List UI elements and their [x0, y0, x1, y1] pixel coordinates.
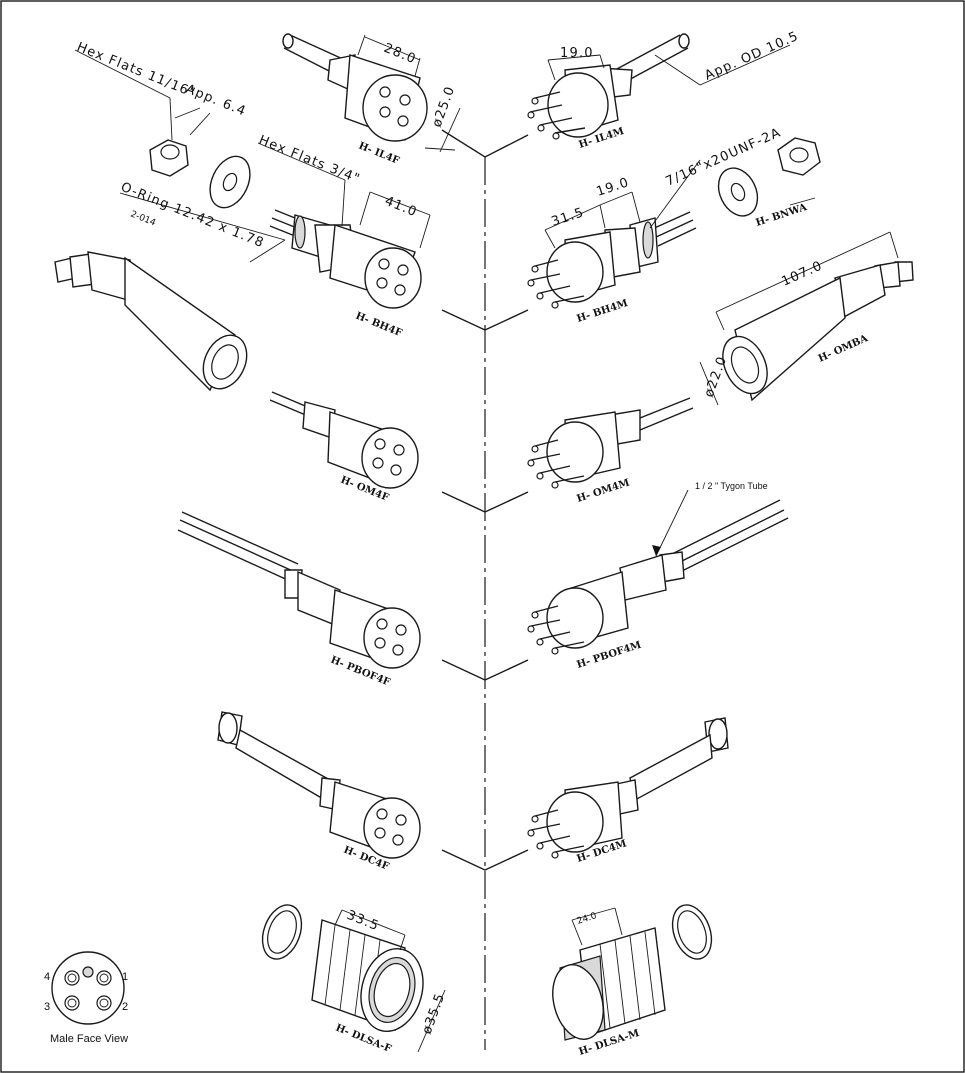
part-hex-nut-washer — [74, 49, 251, 209]
part-bh4m — [527, 159, 701, 309]
pin-label-3: 3 — [44, 1001, 50, 1013]
part-dlsa-m — [552, 904, 713, 1041]
part-pbof4f — [177, 511, 421, 669]
part-om4m — [527, 397, 694, 489]
pin-label-1: 1 — [122, 971, 128, 983]
dim-il4m-od: App. OD 10.5 — [703, 29, 802, 84]
note-tygon-tube: 1 / 2 " Tygon Tube — [695, 481, 768, 491]
dim-nut-thickness: App. 6.4 — [184, 82, 249, 120]
dim-hex-nut: Hex Flats 11/16" — [75, 40, 198, 102]
dim-dlsam-length: 24.0 — [576, 911, 598, 927]
dim-bh4f-hex: Hex Flats 3/4" — [257, 133, 363, 187]
male-face-view — [51, 951, 125, 1025]
dim-il4f-diameter: ø25.0 — [430, 84, 459, 129]
pin-label-2: 2 — [122, 1001, 128, 1013]
pin-label-4: 4 — [44, 971, 50, 983]
label-bh4f: H- BH4F — [354, 311, 404, 340]
label-omba: H- OMBA — [817, 333, 870, 365]
part-bnwa — [717, 137, 821, 217]
part-pbof4m — [527, 489, 789, 655]
part-bh4f — [119, 142, 431, 309]
part-omba — [699, 231, 914, 406]
dim-oring-code: 2-014 — [129, 210, 157, 229]
part-il4f — [282, 33, 461, 153]
dim-omba-length: 107.0 — [780, 258, 826, 289]
part-dlsa-f — [261, 904, 446, 1053]
label-om4m: H- OM4M — [576, 477, 632, 504]
part-boot-left — [54, 251, 248, 392]
dim-dlsaf-diameter: ø35.5 — [420, 991, 449, 1036]
face-view-title: Male Face View — [50, 1033, 128, 1045]
label-bh4m: H- BH4M — [576, 298, 630, 325]
dim-bh4m-length1: 31.5 — [550, 205, 587, 230]
part-dc4m — [527, 717, 729, 859]
dim-bh4m-length2: 19.0 — [595, 175, 632, 200]
label-il4f: H- IL4F — [357, 141, 401, 167]
part-dc4f — [217, 711, 421, 859]
dim-il4m-length: 19.0 — [560, 46, 594, 61]
part-il4m — [527, 33, 791, 140]
dim-il4f-length: 28.0 — [382, 41, 419, 68]
center-axis — [441, 129, 529, 1050]
label-bnwa: H- BNWA — [755, 202, 809, 229]
part-om4f — [269, 391, 419, 489]
dim-bh4f-length: 41.0 — [383, 194, 420, 221]
